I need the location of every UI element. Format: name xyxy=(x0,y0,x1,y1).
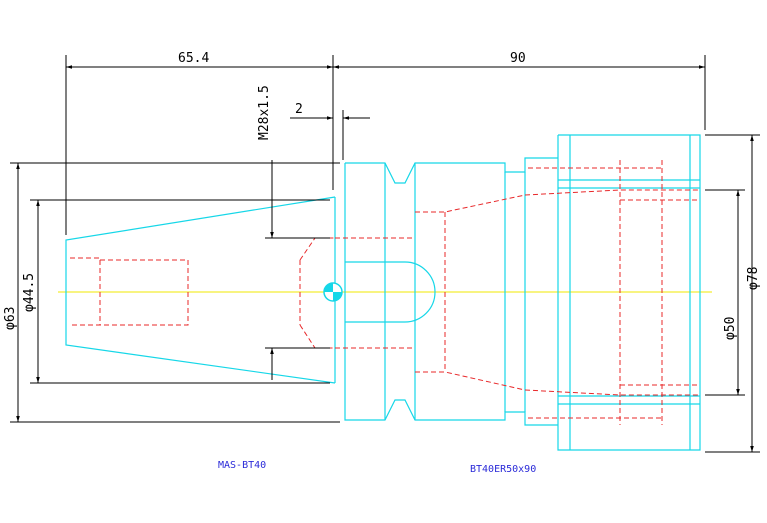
label-left-part: MAS-BT40 xyxy=(218,460,266,471)
dim-taper-length: 65.4 xyxy=(178,51,209,66)
dim-dia-63: φ63 xyxy=(3,307,18,330)
dim-thread: M28x1.5 xyxy=(257,85,272,140)
taper-hidden-bore xyxy=(70,237,335,349)
label-right-part: BT40ER50x90 xyxy=(470,464,536,475)
taper-outline xyxy=(65,196,336,384)
dim-dia-44-5: φ44.5 xyxy=(22,273,37,312)
dim-dia-78: φ78 xyxy=(746,267,761,290)
dimension-lines xyxy=(10,55,760,453)
dim-dia-50: φ50 xyxy=(723,317,738,340)
holder-hidden-lines xyxy=(335,160,700,425)
dim-body-length: 90 xyxy=(510,51,526,66)
dim-step: 2 xyxy=(295,102,303,117)
collet-nut-outline xyxy=(557,134,701,451)
flange-outline xyxy=(344,157,558,426)
